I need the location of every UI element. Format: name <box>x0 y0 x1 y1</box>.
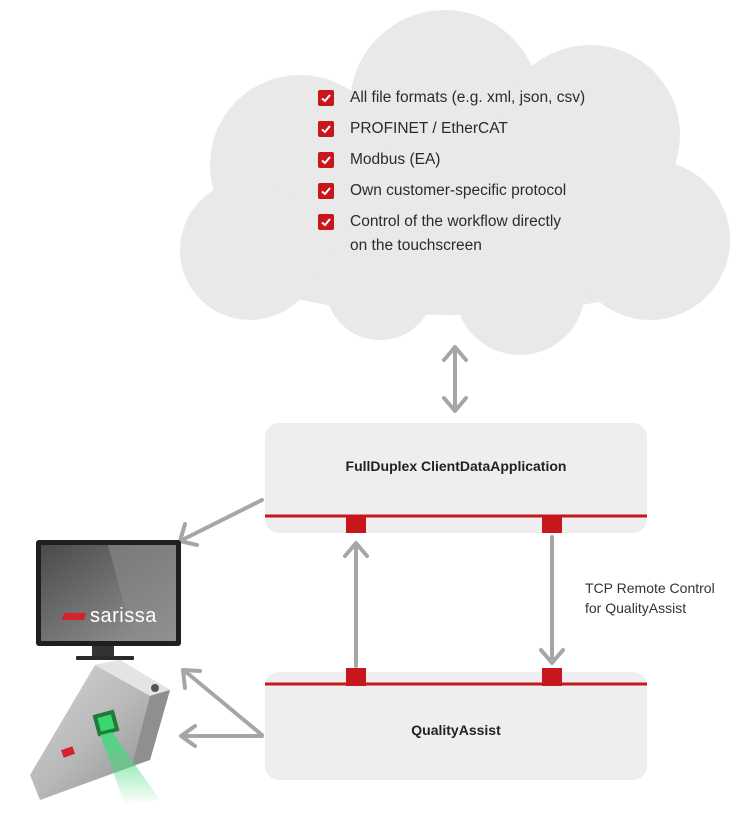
checkbox-checked-icon <box>318 183 334 199</box>
client-box <box>265 423 647 533</box>
arrow-to-scanner <box>179 724 264 748</box>
arrow-to-monitor <box>181 668 264 737</box>
scanner-device-icon <box>30 660 170 805</box>
list-item-label: All file formats (e.g. xml, json, csv) <box>350 89 586 106</box>
tcp-remote-control-label: TCP Remote Control for QualityAssist <box>585 580 715 616</box>
checkbox-checked-icon <box>318 214 334 230</box>
list-item: All file formats (e.g. xml, json, csv) <box>318 86 585 110</box>
list-item: Modbus (EA) <box>318 148 585 172</box>
monitor-logo: sarissa <box>61 605 168 628</box>
checkbox-checked-icon <box>318 121 334 137</box>
logo-text: sarissa <box>90 605 157 627</box>
feature-list: All file formats (e.g. xml, json, csv) P… <box>318 86 585 265</box>
list-item: PROFINET / EtherCAT <box>318 117 585 141</box>
connector-square <box>346 668 366 686</box>
logo-mark-icon <box>61 613 87 620</box>
list-item-label: Own customer-specific protocol <box>350 182 567 199</box>
monitor-icon <box>36 540 181 660</box>
quality-box-title: QualityAssist <box>411 722 501 738</box>
quality-box <box>265 672 647 780</box>
arrow-to-monitor <box>178 498 264 547</box>
checkbox-checked-icon <box>318 152 334 168</box>
list-item: Own customer-specific protocol <box>318 179 585 203</box>
checkbox-checked-icon <box>318 90 334 106</box>
upward-arrow <box>343 541 369 668</box>
cloud <box>180 10 730 355</box>
list-item: Control of the workflow directly on the … <box>318 210 585 258</box>
double-arrow-icon <box>442 345 468 413</box>
list-item-label: PROFINET / EtherCAT <box>350 120 508 137</box>
connector-square <box>346 515 366 533</box>
downward-arrow <box>539 535 565 665</box>
connector-square <box>542 515 562 533</box>
list-item-label: Control of the workflow directly on the … <box>350 213 562 254</box>
list-item-label: Modbus (EA) <box>350 151 441 168</box>
connector-square <box>542 668 562 686</box>
client-box-title: FullDuplex ClientDataApplication <box>345 458 567 474</box>
